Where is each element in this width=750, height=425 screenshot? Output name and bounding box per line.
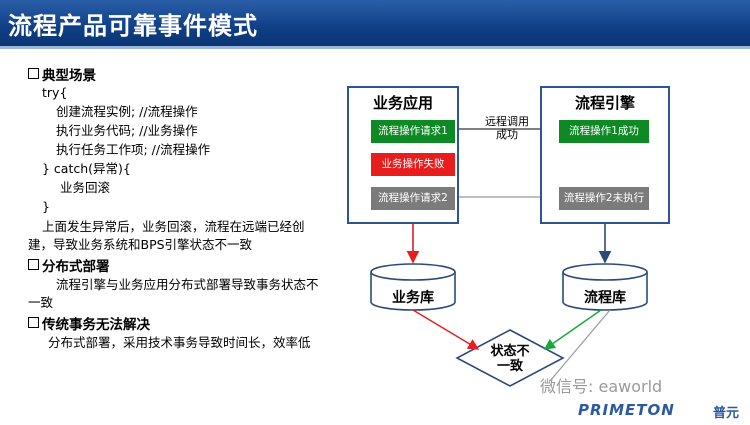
op-request-1: 流程操作请求1 (371, 120, 455, 143)
heading-distributed: 分布式部署 (28, 255, 328, 275)
engine-db-label: 流程库 (584, 290, 626, 306)
business-app-title: 业务应用 (372, 94, 433, 112)
rpc-label: 远程调用 成功 (485, 115, 529, 141)
process-engine-box: 流程引擎 流程操作1成功 流程操作2未执行 (540, 86, 670, 224)
code-line: 执行业务代码; //业务操作 (56, 123, 198, 138)
code-line: 执行任务工作项; //流程操作 (56, 142, 211, 157)
code-line: 创建流程实例; //流程操作 (56, 104, 198, 119)
engine-db-gray-line (549, 309, 611, 382)
paragraph-inconsistency: 上面发生异常后，业务回滚，流程在远端已经创建，导致业务系统和BPS引擎状态不一致 (28, 219, 305, 252)
business-app-box: 业务应用 流程操作请求1 业务操作失败 流程操作请求2 (347, 86, 459, 224)
page-title: 流程产品可靠事件模式 (8, 12, 258, 40)
heading-typical-scenario: 典型场景 (28, 64, 328, 84)
op-business-failed: 业务操作失败 (371, 153, 455, 176)
code-line: 业务回滚 (60, 180, 111, 195)
code-line: try{ (42, 85, 68, 100)
title-stripe (0, 46, 750, 49)
engine-op-2-pending: 流程操作2未执行 (559, 187, 649, 210)
text-panel: 典型场景 try{ 创建流程实例; //流程操作 执行业务代码; //业务操作 … (28, 64, 328, 352)
square-bullet-icon (28, 259, 39, 270)
wechat-watermark: 微信号: eaworld (540, 377, 663, 396)
app-db-label: 业务库 (392, 290, 434, 306)
primeton-logo-cn: 普元 (713, 406, 740, 421)
app-database-icon (370, 263, 456, 311)
process-engine-title: 流程引擎 (574, 94, 635, 112)
code-line: } (42, 199, 50, 214)
heading-traditional-tx: 传统事务无法解决 (28, 313, 328, 333)
engine-database-icon (562, 263, 648, 311)
inconsistent-state-label: 状态不 一致 (490, 344, 530, 374)
paragraph-distributed: 流程引擎与业务应用分布式部署导致事务状态不一致 (28, 277, 319, 310)
engine-db-to-state-arrow (543, 309, 602, 350)
op-request-2: 流程操作请求2 (371, 187, 455, 210)
app-db-to-state-arrow (412, 309, 480, 350)
code-line: } catch(异常){ (42, 161, 131, 176)
title-bar: 流程产品可靠事件模式 (0, 0, 750, 46)
paragraph-traditional-tx: 分布式部署，采用技术事务导致时间长，效率低 (48, 335, 311, 350)
square-bullet-icon (28, 317, 39, 328)
engine-op-1-success: 流程操作1成功 (559, 120, 649, 143)
primeton-logo: PRIMETON (578, 401, 675, 419)
square-bullet-icon (28, 68, 39, 79)
